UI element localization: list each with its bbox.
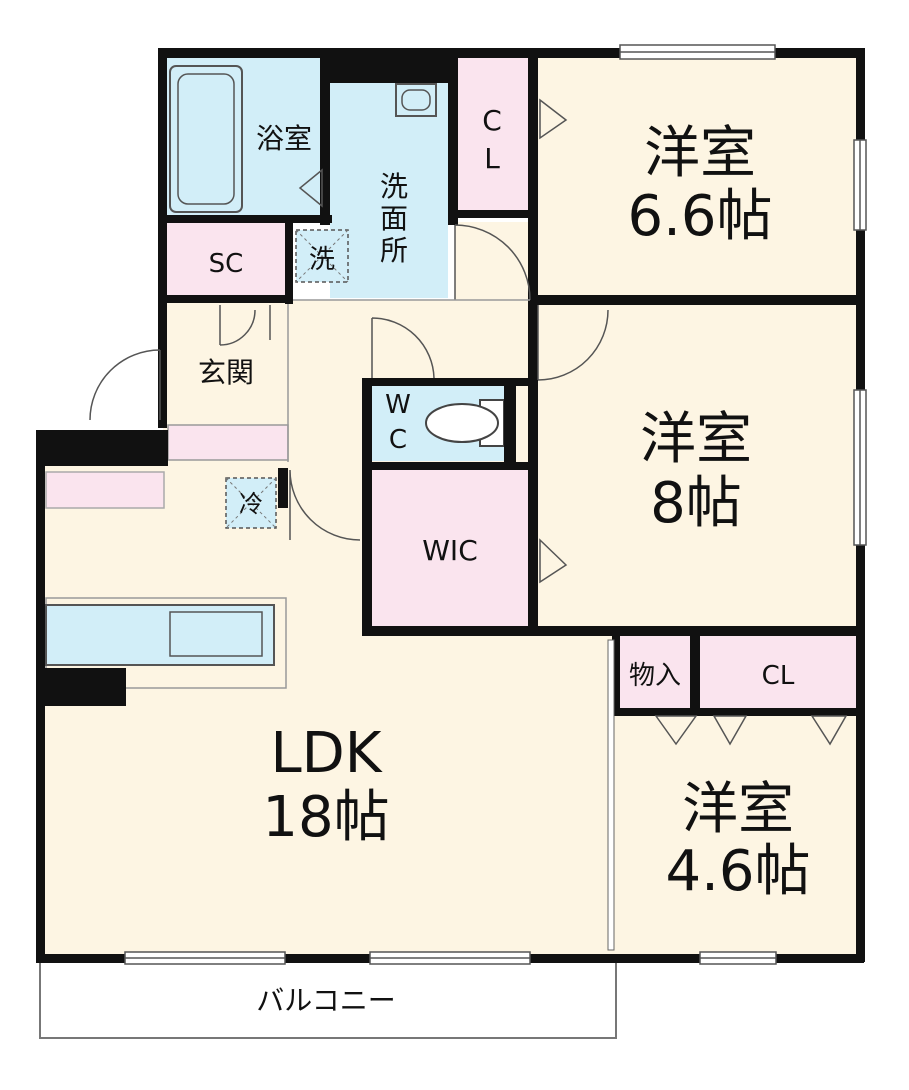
bath-label: 浴室 xyxy=(256,122,312,155)
western-room-1-floor xyxy=(535,58,858,300)
wc-label-2: C xyxy=(389,425,407,455)
western-room-1-size: 6.6帖 xyxy=(627,184,772,249)
ldk-size: 18帖 xyxy=(262,785,389,850)
cl-right-floor xyxy=(697,636,857,710)
toilet-bowl xyxy=(425,403,499,443)
washroom-label-3: 所 xyxy=(380,234,408,267)
entrance-label: 玄関 xyxy=(198,356,254,389)
counter-shelf xyxy=(45,471,165,509)
bathtub-inner xyxy=(177,73,235,205)
kitchen-pillar xyxy=(40,668,126,706)
western-room-3-size: 4.6帖 xyxy=(665,839,810,904)
fridge-box xyxy=(225,477,277,529)
cl-right-label: CL xyxy=(762,661,795,691)
doors xyxy=(89,98,848,746)
western-room-1-name: 洋室 xyxy=(644,121,756,186)
wic-floor xyxy=(368,465,530,630)
shoe-cabinet-strip xyxy=(167,424,289,461)
wc-label-1: W xyxy=(385,390,411,420)
fridge-label: 冷 xyxy=(239,490,263,518)
ldk-name: LDK xyxy=(270,721,382,786)
washroom-label-1: 洗 xyxy=(380,170,408,203)
cl-top-floor xyxy=(455,58,530,214)
kitchen-sink xyxy=(169,611,263,657)
shoe-closet-label: SC xyxy=(209,249,244,279)
sliding-partition xyxy=(607,639,615,951)
bathtub xyxy=(169,65,243,213)
storage-small-floor xyxy=(618,636,693,710)
western-room-3-name: 洋室 xyxy=(682,777,794,842)
balcony-area xyxy=(39,959,617,1039)
windows xyxy=(124,44,867,965)
western-room-3-floor xyxy=(612,710,858,958)
sink-basin xyxy=(401,89,431,111)
cl-top-label-2: L xyxy=(484,142,500,175)
washer-diag-2 xyxy=(295,229,349,283)
balcony-label: バルコニー xyxy=(256,984,395,1017)
western-room-2-name: 洋室 xyxy=(640,407,752,472)
washer-label: 洗 xyxy=(309,245,335,275)
cl-top-label-1: C xyxy=(482,104,502,137)
wic-label: WIC xyxy=(422,534,478,567)
door-swing-floor xyxy=(455,222,535,302)
washroom-label-2: 面 xyxy=(380,202,408,235)
shoe-closet-floor xyxy=(165,222,287,298)
storage-small-label: 物入 xyxy=(629,661,681,691)
western-room-2-size: 8帖 xyxy=(650,471,742,536)
